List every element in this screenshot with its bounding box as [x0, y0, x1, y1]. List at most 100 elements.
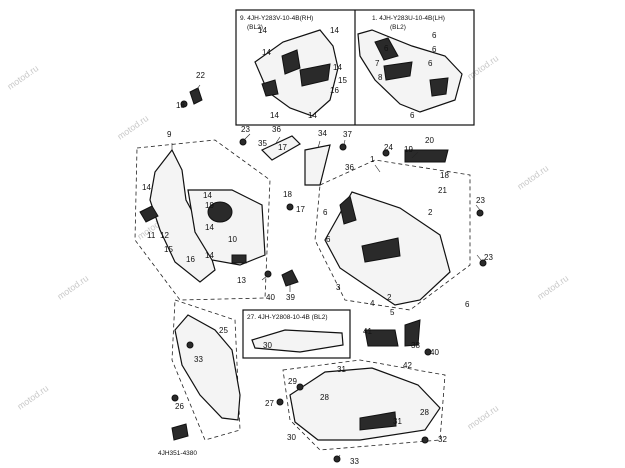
callout-number: 6	[432, 45, 437, 54]
left-fairing-assembly	[134, 139, 271, 301]
callout-number: 1	[370, 155, 375, 164]
screw-27	[276, 398, 284, 406]
callout-number: 25	[219, 326, 228, 335]
watermark: motod.ru	[465, 403, 500, 432]
under-cowl-inset-part	[251, 329, 344, 353]
callout-number: 31	[337, 365, 346, 374]
left-under-group	[171, 299, 241, 441]
callout-number: 27	[265, 399, 274, 408]
callout-number: 14	[203, 191, 212, 200]
callout-number: 37	[343, 130, 352, 139]
watermark: motod.ru	[535, 273, 570, 302]
watermark: motod.ru	[55, 273, 90, 302]
callout-number: 21	[438, 186, 447, 195]
stamp-icon	[171, 423, 189, 441]
callout-number: 14	[262, 48, 271, 57]
left-under-cowl	[171, 299, 241, 441]
top-inset-box: 9. 4JH-Y283V-10-4B(RH) (BL2) 1. 4JH-Y283…	[235, 9, 475, 126]
callout-number: 17	[278, 143, 287, 152]
callout-number: 31	[393, 417, 402, 426]
left-under-panel	[174, 314, 241, 421]
screw-23	[239, 138, 247, 146]
callout-number: 2	[387, 293, 392, 302]
callout-number: 29	[288, 377, 297, 386]
callout-number: 28	[420, 408, 429, 417]
watermark: motod.ru	[515, 163, 550, 192]
screw-37	[339, 143, 347, 151]
left-duct-opening	[207, 201, 233, 223]
callout-number: 3	[336, 283, 341, 292]
rh-fairing-mark	[261, 79, 279, 97]
watermark-layer: motod.ru motod.ru motod.ru motod.ru moto…	[5, 53, 570, 432]
callout-number: 40	[266, 293, 275, 302]
watermark: motod.ru	[465, 53, 500, 82]
grommet-22	[189, 87, 203, 105]
left-clip	[231, 254, 247, 264]
callout-number: 7	[375, 59, 380, 68]
under-inset-box: 27. 4JH-Y2808-10-4B (BL2)	[242, 309, 351, 359]
callout-number: 4	[370, 299, 375, 308]
screw-18b	[286, 203, 294, 211]
watermark: motod.ru	[115, 113, 150, 142]
left-bracket	[139, 205, 159, 223]
callout-number: 14	[205, 251, 214, 260]
callout-number: 14	[308, 111, 317, 120]
inset-lh-title: 1. 4JH-Y283U-10-4B(LH)	[372, 15, 445, 22]
screw-33	[186, 341, 194, 349]
callout-number: 13	[237, 276, 246, 285]
rh-fairing-decal	[299, 63, 331, 87]
callout-number: 14	[258, 26, 267, 35]
callout-number: 26	[175, 402, 184, 411]
callout-number: 22	[196, 71, 205, 80]
right-assembly-group	[314, 159, 471, 311]
callout-number: 36	[345, 163, 354, 172]
callout-number: 6	[323, 208, 328, 217]
inset-rh-title: 9. 4JH-Y283V-10-4B(RH)	[240, 15, 313, 22]
callout-number: 8	[378, 73, 383, 82]
callout-number: 6	[326, 235, 331, 244]
inset-lh-subtitle: (BL2)	[390, 24, 406, 31]
screw-23c	[479, 259, 487, 267]
screw-18	[180, 100, 188, 108]
callout-number: 10	[228, 235, 237, 244]
lh-fairing-decal	[383, 61, 413, 81]
callout-number: 33	[194, 355, 203, 364]
callout-number: 23	[484, 253, 493, 262]
callout-number: 23	[241, 125, 250, 134]
callout-number: 38	[411, 341, 420, 350]
callout-number: 14	[205, 223, 214, 232]
left-inner-panel	[187, 189, 266, 266]
bracket-19-20	[404, 149, 449, 163]
callout-number: 17	[296, 205, 305, 214]
callout-number: 15	[338, 76, 347, 85]
callout-number: 6	[465, 300, 470, 309]
callout-number: 33	[350, 457, 359, 466]
under-inset-frame	[242, 309, 351, 359]
callout-number: 6	[410, 111, 415, 120]
screw-32	[421, 436, 429, 444]
callout-number: 20	[425, 136, 434, 145]
callout-number: 16	[330, 86, 339, 95]
callout-number: 28	[320, 393, 329, 402]
bracket-41	[364, 329, 399, 347]
bottom-under-group	[282, 359, 446, 451]
callout-number: 9	[167, 130, 172, 139]
bottom-decal	[359, 411, 397, 431]
clip-24	[382, 149, 390, 157]
rh-fairing-vent	[281, 49, 301, 75]
clip-39	[281, 269, 299, 287]
callout-number: 34	[318, 129, 327, 138]
under-inset-title: 27. 4JH-Y2808-10-4B (BL2)	[247, 314, 328, 321]
callout-number: 11	[147, 231, 156, 240]
bracket-38	[404, 319, 421, 347]
callout-number: 41	[363, 327, 372, 336]
left-side-panel	[149, 148, 216, 283]
callout-number: 12	[160, 231, 169, 240]
right-fairing-assembly	[314, 149, 487, 356]
callout-number: 30	[263, 341, 272, 350]
watermark: motod.ru	[15, 383, 50, 412]
callout-number: 14	[330, 26, 339, 35]
right-decal	[361, 237, 401, 263]
